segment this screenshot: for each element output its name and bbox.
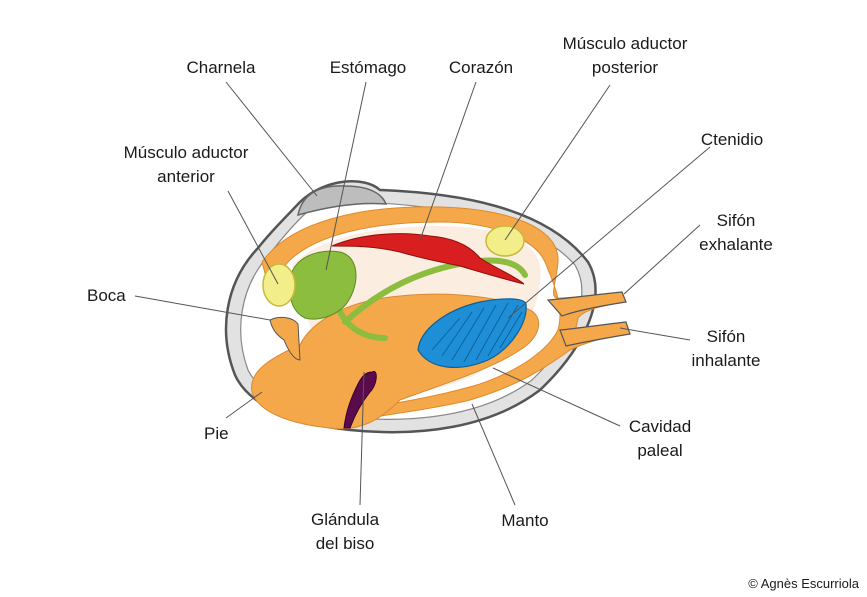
- label-ctenidio: Ctenidio: [700, 130, 764, 149]
- label-sifon-exhalante-line1: Sifón: [716, 211, 756, 230]
- stomach: [289, 250, 357, 320]
- byssus-gland: [343, 370, 377, 429]
- label-manto: Manto: [501, 511, 549, 530]
- label-sifon-inhalante-line2: inhalante: [691, 351, 761, 370]
- label-glandula-biso: Glándula del biso: [297, 508, 393, 556]
- label-cavidad-paleal: Cavidad paleal: [612, 415, 708, 463]
- credit: © Agnès Escurriola: [748, 576, 859, 591]
- label-glandula-biso-line1: Glándula: [310, 510, 380, 529]
- label-boca: Boca: [87, 286, 126, 305]
- label-pie: Pie: [204, 424, 229, 443]
- ctenidium: [417, 298, 527, 369]
- label-sifon-exhalante-line2: exhalante: [699, 235, 773, 254]
- label-musculo-anterior: Músculo aductor anterior: [106, 141, 266, 189]
- label-musculo-posterior-line2: posterior: [591, 58, 659, 77]
- inhalant-siphon: [559, 321, 631, 347]
- label-estomago: Estómago: [329, 58, 407, 77]
- ctenidium-lamellae: [431, 302, 523, 363]
- anterior-adductor: [262, 263, 296, 307]
- label-musculo-anterior-line1: Músculo aductor: [123, 143, 249, 162]
- posterior-adductor: [485, 225, 525, 257]
- label-musculo-anterior-line2: anterior: [157, 167, 215, 186]
- leader-lines: [134, 81, 711, 506]
- label-musculo-posterior-line1: Músculo aductor: [562, 34, 688, 53]
- label-sifon-exhalante: Sifón exhalante: [686, 209, 786, 257]
- label-charnela: Charnela: [186, 58, 256, 77]
- foot-detail: [269, 316, 301, 361]
- label-sifon-inhalante: Sifón inhalante: [676, 325, 776, 373]
- exhalant-siphon: [546, 291, 627, 317]
- label-cavidad-paleal-line2: paleal: [637, 441, 683, 460]
- label-corazon: Corazón: [448, 58, 514, 77]
- label-sifon-inhalante-line1: Sifón: [706, 327, 746, 346]
- label-musculo-posterior: Músculo aductor posterior: [545, 32, 705, 80]
- label-glandula-biso-line2: del biso: [315, 534, 375, 553]
- label-cavidad-paleal-line1: Cavidad: [628, 417, 692, 436]
- mantle: [261, 206, 629, 421]
